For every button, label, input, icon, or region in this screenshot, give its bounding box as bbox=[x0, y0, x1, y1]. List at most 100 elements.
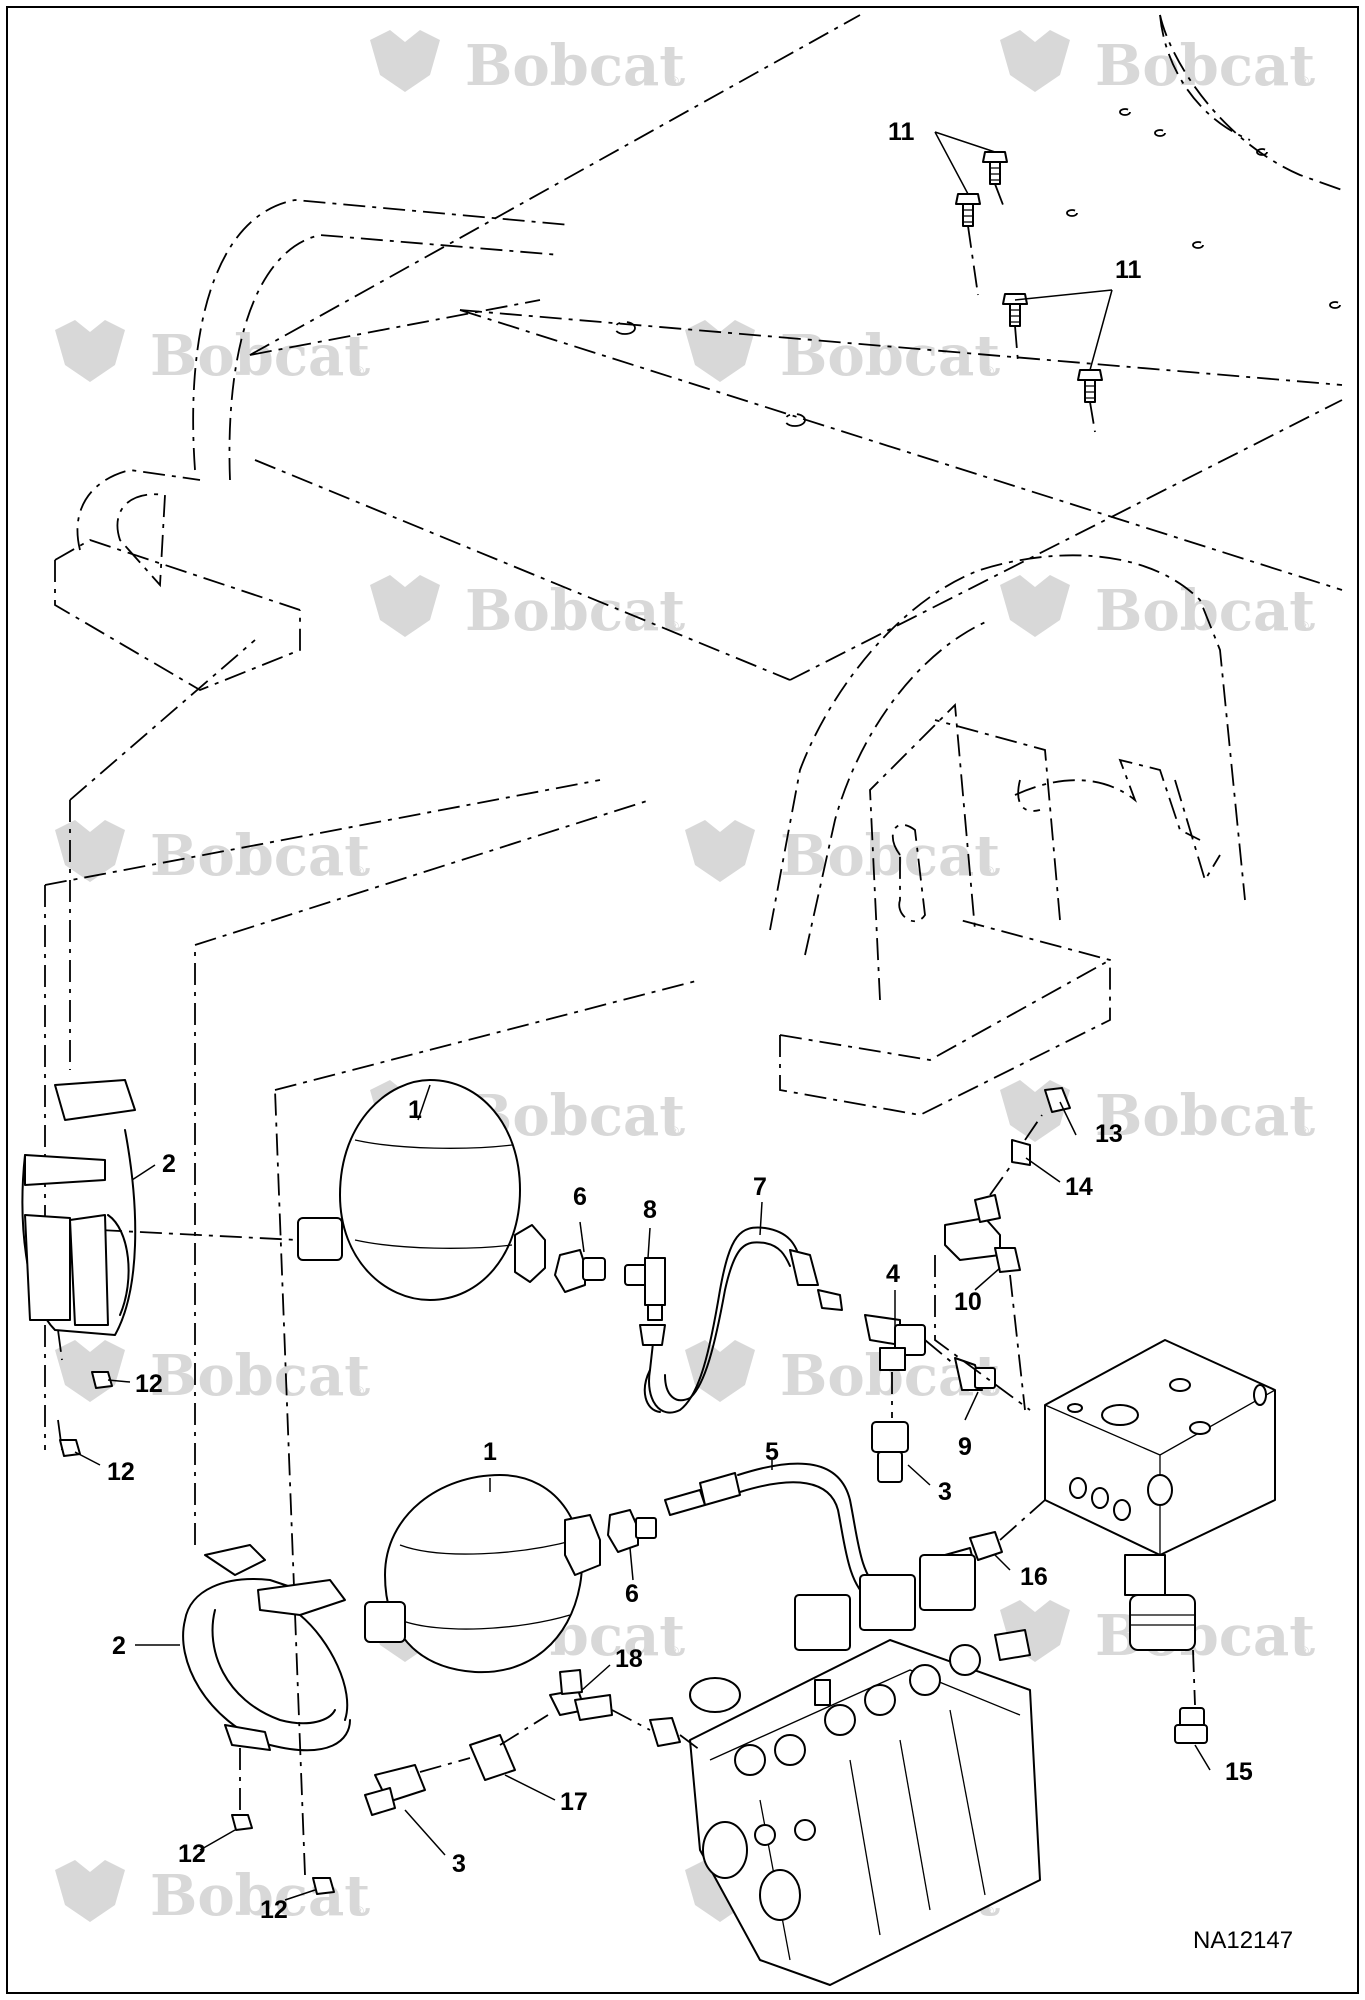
nut-12-upper-a bbox=[91, 1371, 113, 1389]
watermark-layer: Bobcat®Bobcat®Bobcat®Bobcat®Bobcat®Bobca… bbox=[55, 30, 1315, 1929]
leader-lines bbox=[74, 131, 1211, 1901]
callout-3-upper: 3 bbox=[938, 1478, 952, 1506]
callout-1-upper: 1 bbox=[408, 1096, 422, 1124]
watermark-registered-mark: ® bbox=[670, 1124, 679, 1138]
clamp-2-upper bbox=[21, 1079, 137, 1451]
watermark: Bobcat® bbox=[685, 820, 1000, 889]
callout-2-lower: 2 bbox=[112, 1632, 126, 1660]
watermark-registered-mark: ® bbox=[670, 619, 679, 633]
callout-7: 7 bbox=[753, 1173, 767, 1201]
callout-12-lower-a: 12 bbox=[178, 1840, 206, 1868]
watermark: Bobcat® bbox=[55, 320, 370, 389]
callout-16: 16 bbox=[1020, 1563, 1048, 1591]
fitting-6-upper bbox=[554, 1249, 606, 1293]
watermark-registered-mark: ® bbox=[985, 1904, 994, 1918]
callout-15: 15 bbox=[1225, 1758, 1253, 1786]
callout-6-lower: 6 bbox=[625, 1580, 639, 1608]
watermark-registered-mark: ® bbox=[1300, 1124, 1309, 1138]
watermark-registered-mark: ® bbox=[1300, 1644, 1309, 1658]
callout-5: 5 bbox=[765, 1438, 779, 1466]
bolts-11 bbox=[955, 151, 1103, 433]
callout-13: 13 bbox=[1095, 1120, 1123, 1148]
valve-block bbox=[1044, 1339, 1276, 1706]
watermark: Bobcat® bbox=[1000, 30, 1315, 99]
watermark-text: Bobcat bbox=[150, 1863, 370, 1929]
bobcat-head-logo bbox=[1000, 575, 1070, 637]
bobcat-head-logo bbox=[685, 320, 755, 382]
watermark-registered-mark: ® bbox=[1300, 619, 1309, 633]
watermark: Bobcat® bbox=[370, 575, 685, 644]
nut-12-lower-left bbox=[231, 1814, 253, 1831]
callout-12-upper-b: 12 bbox=[107, 1458, 135, 1486]
watermark-text: Bobcat bbox=[1095, 1083, 1315, 1149]
bobcat-head-logo bbox=[685, 820, 755, 882]
pressure-switch-3-upper bbox=[871, 1372, 909, 1483]
callout-8: 8 bbox=[643, 1196, 657, 1224]
watermark-text: Bobcat bbox=[150, 823, 370, 889]
control-valve bbox=[689, 1554, 1041, 1986]
watermark-text: Bobcat bbox=[1095, 1603, 1315, 1669]
bobcat-head-logo bbox=[55, 820, 125, 882]
watermark-registered-mark: ® bbox=[670, 1644, 679, 1658]
watermark-registered-mark: ® bbox=[355, 364, 364, 378]
fitting-15 bbox=[1174, 1707, 1208, 1744]
callout-17: 17 bbox=[560, 1788, 588, 1816]
cap-13 bbox=[1044, 1087, 1071, 1113]
watermark: Bobcat® bbox=[55, 1340, 370, 1409]
watermark: Bobcat® bbox=[370, 30, 685, 99]
watermark-text: Bobcat bbox=[150, 323, 370, 389]
watermark-registered-mark: ® bbox=[1300, 74, 1309, 88]
bobcat-head-logo bbox=[370, 30, 440, 92]
callout-11-lower: 11 bbox=[1115, 256, 1142, 284]
callout-12-lower-b: 12 bbox=[260, 1896, 288, 1924]
callout-6-upper: 6 bbox=[573, 1183, 587, 1211]
callout-4: 4 bbox=[886, 1260, 900, 1288]
watermark-registered-mark: ® bbox=[355, 1904, 364, 1918]
watermark-registered-mark: ® bbox=[985, 1384, 994, 1398]
callout-1-lower: 1 bbox=[483, 1438, 497, 1466]
frame-phantom bbox=[44, 14, 1343, 1876]
tee-10 bbox=[944, 1194, 1021, 1273]
watermark: Bobcat® bbox=[685, 1340, 1000, 1409]
watermark-registered-mark: ® bbox=[355, 1384, 364, 1398]
pressure-switch-3-lower bbox=[364, 1757, 471, 1816]
diagram-frame bbox=[6, 6, 1359, 1994]
adapter-17 bbox=[469, 1714, 549, 1781]
callout-2-upper: 2 bbox=[162, 1150, 176, 1178]
watermark-text: Bobcat bbox=[780, 323, 1000, 389]
watermark-registered-mark: ® bbox=[985, 364, 994, 378]
watermark: Bobcat® bbox=[55, 820, 370, 889]
watermark: Bobcat® bbox=[1000, 1080, 1315, 1149]
bobcat-head-logo bbox=[685, 1340, 755, 1402]
callout-14: 14 bbox=[1065, 1173, 1093, 1201]
watermark-registered-mark: ® bbox=[670, 74, 679, 88]
accumulator-upper bbox=[297, 1079, 546, 1301]
fitting-14 bbox=[1011, 1139, 1031, 1166]
callout-10: 10 bbox=[954, 1288, 982, 1316]
figure-id: NA12147 bbox=[1193, 1927, 1293, 1954]
watermark-registered-mark: ® bbox=[985, 864, 994, 878]
watermark-text: Bobcat bbox=[1095, 33, 1315, 99]
watermark: Bobcat® bbox=[1000, 575, 1315, 644]
watermark-text: Bobcat bbox=[150, 1343, 370, 1409]
watermark-registered-mark: ® bbox=[355, 864, 364, 878]
callout-9: 9 bbox=[958, 1433, 972, 1461]
bobcat-head-logo bbox=[55, 1860, 125, 1922]
watermark: Bobcat® bbox=[55, 1860, 370, 1929]
nut-12-lower-right bbox=[312, 1877, 335, 1895]
bobcat-head-logo bbox=[1000, 30, 1070, 92]
fitting-6-lower bbox=[607, 1509, 657, 1553]
fitting-4 bbox=[864, 1314, 926, 1371]
bobcat-head-logo bbox=[370, 575, 440, 637]
callout-11-top: 11 bbox=[888, 118, 915, 146]
hose-7 bbox=[639, 1226, 843, 1414]
bobcat-head-logo bbox=[55, 1340, 125, 1402]
callout-18: 18 bbox=[615, 1645, 643, 1673]
watermark: Bobcat® bbox=[685, 320, 1000, 389]
watermark-text: Bobcat bbox=[465, 578, 685, 644]
callout-labels: 11 11 1 2 6 8 7 13 14 4 10 9 3 1 5 6 16 … bbox=[107, 118, 1253, 1924]
fitting-18 bbox=[549, 1669, 701, 1751]
clamp-2-lower bbox=[182, 1544, 351, 1810]
watermark-text: Bobcat bbox=[465, 33, 685, 99]
